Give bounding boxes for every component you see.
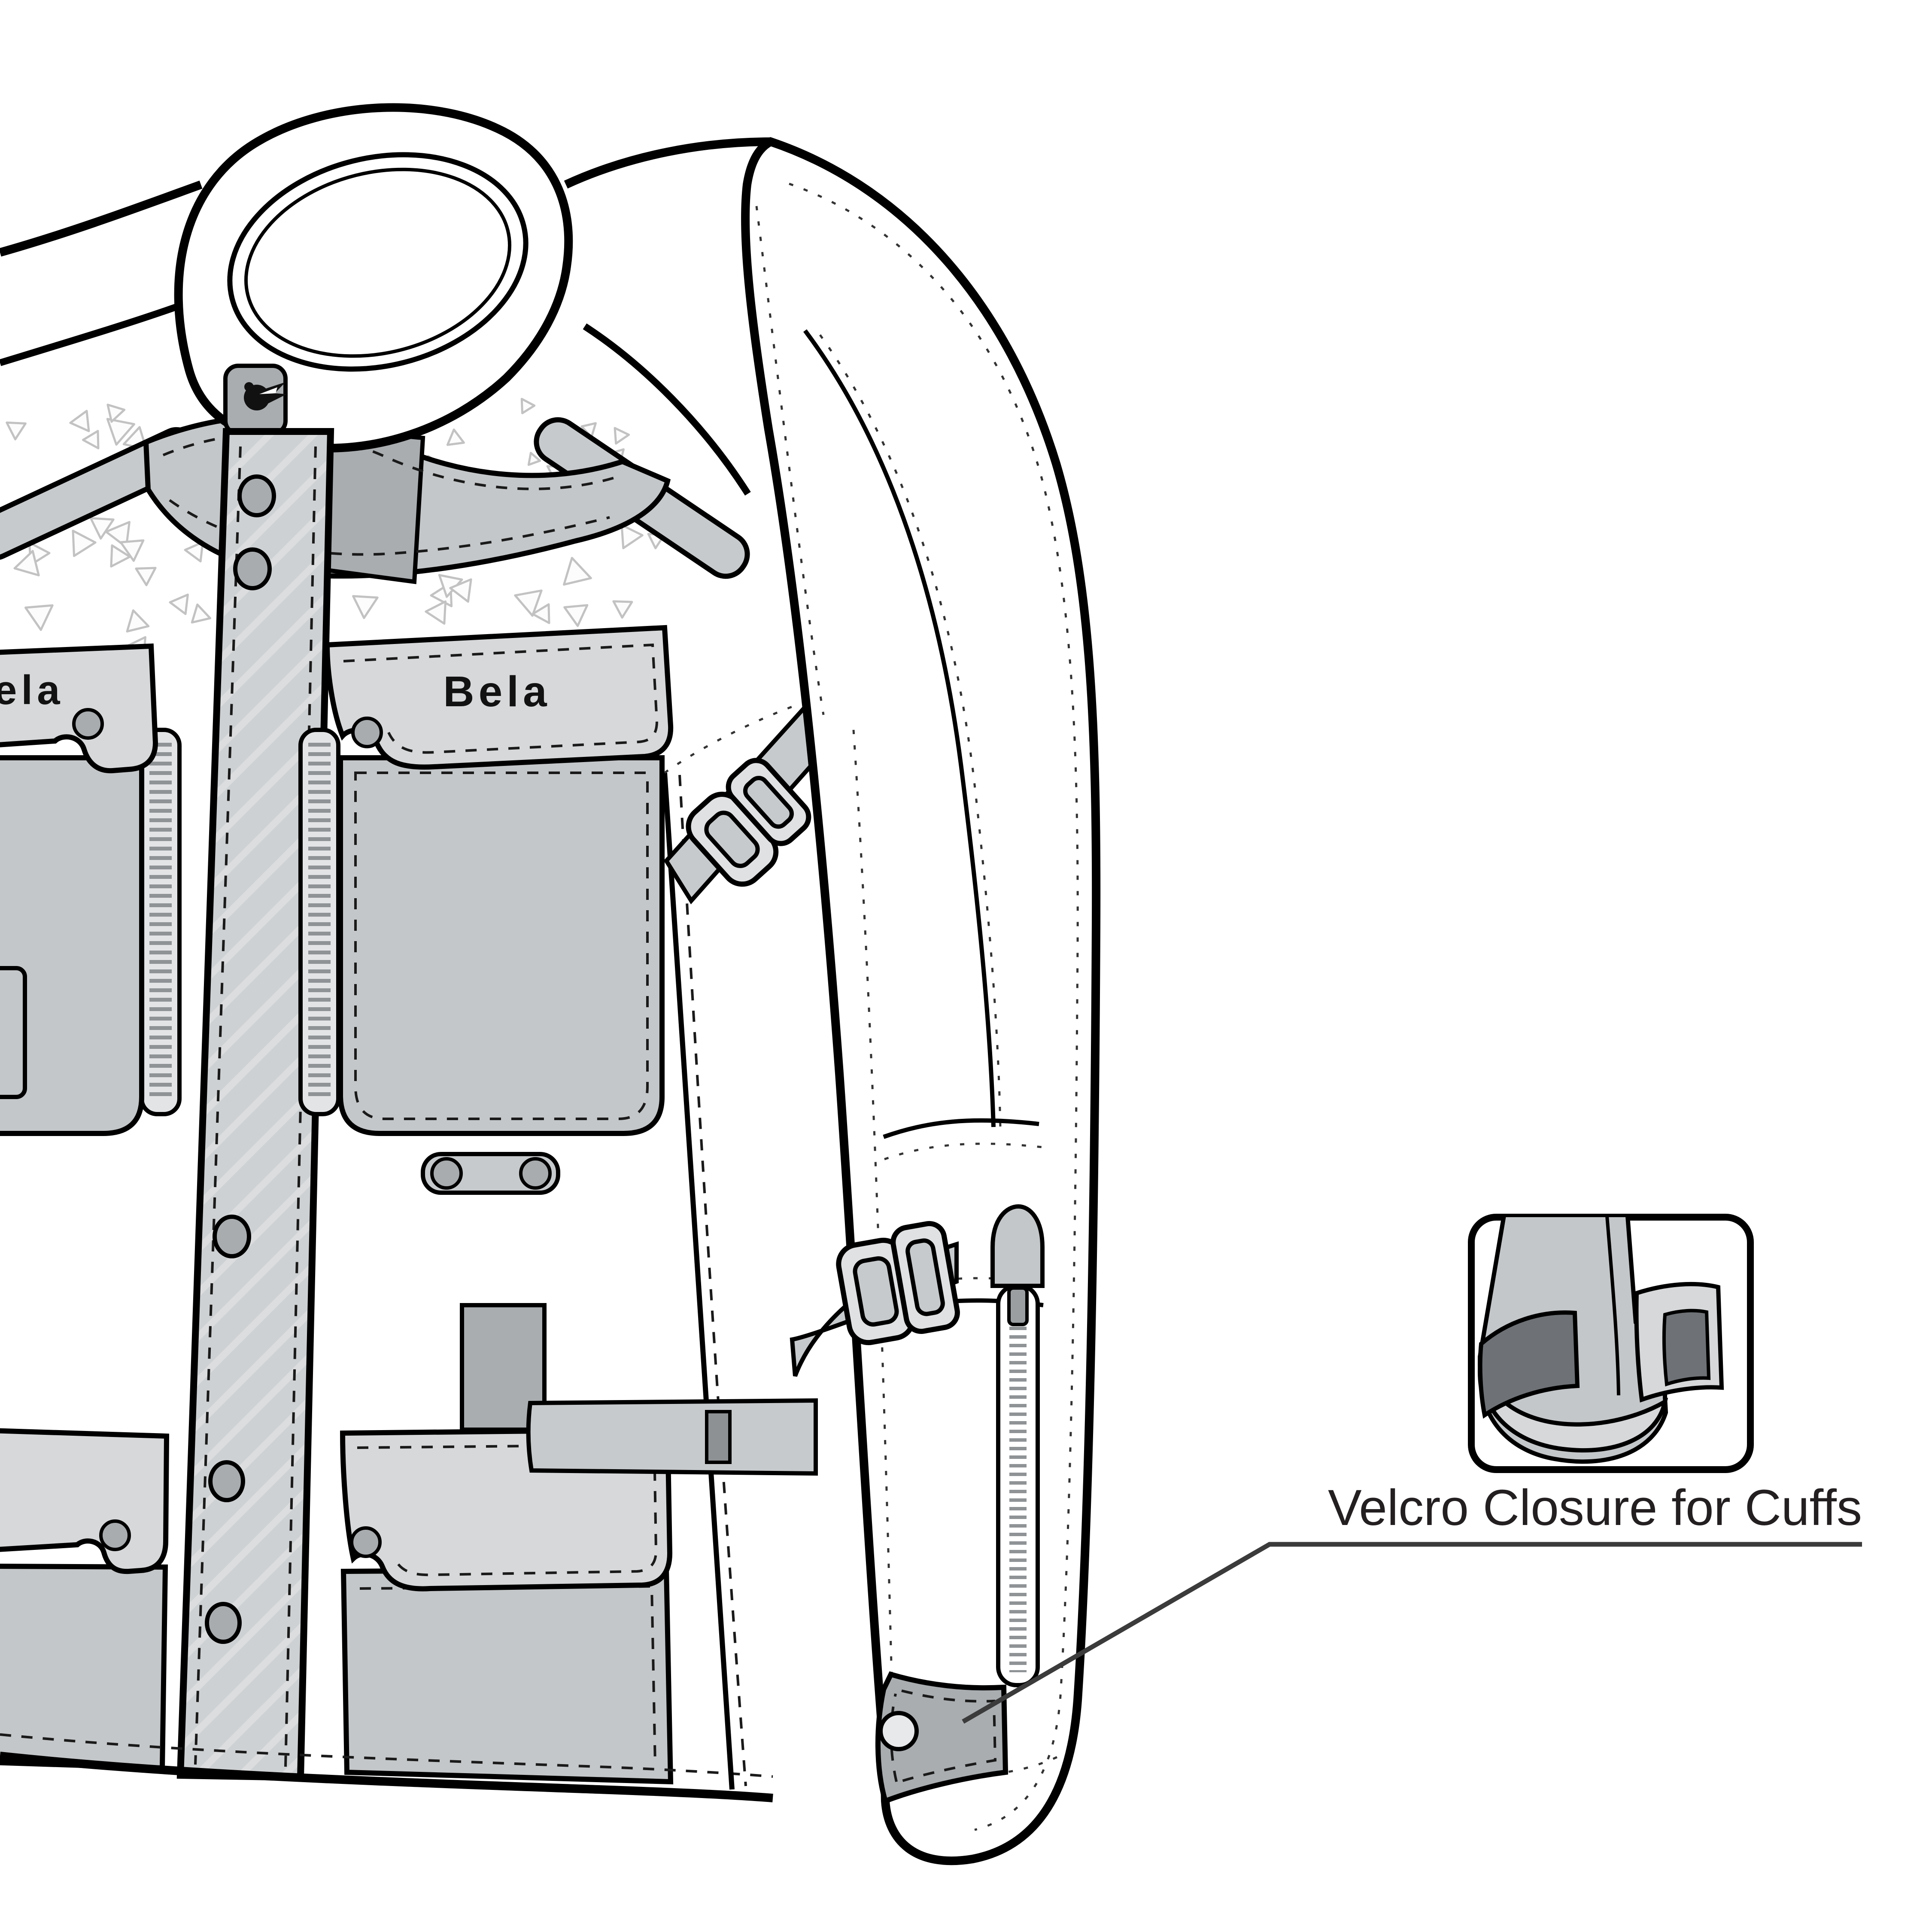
cuff-velcro-tab (875, 1671, 1009, 1804)
zipper-garage (990, 1204, 1045, 1288)
perforation-triangle (6, 421, 27, 440)
perforation-triangle (352, 595, 379, 619)
placket-snaps (205, 474, 276, 1644)
perforation-triangle (13, 550, 40, 577)
chest-pocket-right-body (338, 755, 665, 1136)
side-tab-left (0, 966, 27, 1099)
perforation-triangle (563, 557, 592, 586)
perforation-triangle (191, 603, 212, 624)
waist-snap-strap (421, 1152, 560, 1195)
perforation-triangle (184, 541, 204, 563)
zipper-pull (1007, 1286, 1029, 1326)
snap-lower-right (350, 1526, 382, 1558)
side-seam (662, 696, 818, 1790)
bear-logo-icon (223, 364, 288, 436)
underarm-buckle (686, 758, 811, 887)
collar-opening (227, 152, 529, 372)
lower-pocket-left-flap (0, 1428, 170, 1574)
hem (0, 1733, 773, 1802)
snap-lower-left (99, 1519, 131, 1551)
chest-pockets (0, 755, 665, 1136)
callout-velcro-patch (1478, 1310, 1580, 1419)
callout-cuff-illustration (1477, 1217, 1724, 1464)
snap-chest-right (351, 717, 383, 748)
annotation-label: Velcro Closure for Cuffs (1328, 1479, 1862, 1536)
perforation-triangle (126, 609, 150, 633)
perforation-triangle (612, 600, 633, 619)
perforation-triangle (72, 529, 97, 557)
waist-strap (790, 1221, 960, 1377)
hem-strap-velcro (705, 1410, 732, 1464)
chest-pocket-flaps: ela Bela (0, 625, 674, 774)
lower-pockets (0, 1427, 674, 1785)
perforation-triangle (82, 430, 100, 450)
perforation-triangle (69, 410, 90, 432)
callout-flap-velcro (1662, 1309, 1711, 1387)
perforation-triangle (620, 524, 644, 550)
perforation-triangle (169, 593, 189, 615)
perforation-triangle (563, 604, 589, 627)
perforation-triangle (614, 427, 630, 445)
shoulder-seams (0, 137, 771, 496)
perforation-triangle (106, 404, 126, 423)
perforation-triangle (89, 517, 115, 540)
perforation-triangle (520, 398, 536, 414)
perforation-triangle (135, 567, 157, 586)
chest-pocket-left-body (0, 755, 144, 1136)
sleeve-right (741, 137, 1101, 1865)
brand-logo-left: ela (0, 667, 64, 713)
perforation-triangle (110, 544, 131, 568)
perforation-triangle (119, 539, 145, 562)
chest-pocket-left-flap (0, 643, 158, 774)
snap-cuff (878, 1711, 919, 1751)
side-zip-panel (460, 1303, 547, 1432)
perforation-triangle (446, 428, 465, 446)
callout-cuff-end (1477, 1362, 1668, 1452)
perforation-triangle (24, 604, 54, 631)
collar (174, 103, 573, 453)
perforation-triangle (106, 418, 135, 446)
snap-chest-left (72, 708, 104, 740)
brand-logo-right: Bela (443, 668, 551, 716)
perforation-triangle (425, 600, 447, 625)
perforation-triangle (105, 521, 131, 548)
hem-strap (526, 1398, 818, 1476)
perforation-triangle (449, 578, 472, 603)
snap-waist-1 (430, 1157, 463, 1190)
perforation-triangle (527, 452, 541, 466)
leader-line (962, 1542, 1862, 1724)
snap-waist-2 (519, 1157, 552, 1190)
lower-pocket-right-body (340, 1566, 674, 1785)
perforation-triangle (532, 603, 550, 624)
callout-box (1468, 1214, 1754, 1473)
perforation-triangle (514, 589, 543, 617)
sleeve-zipper (990, 1204, 1045, 1687)
